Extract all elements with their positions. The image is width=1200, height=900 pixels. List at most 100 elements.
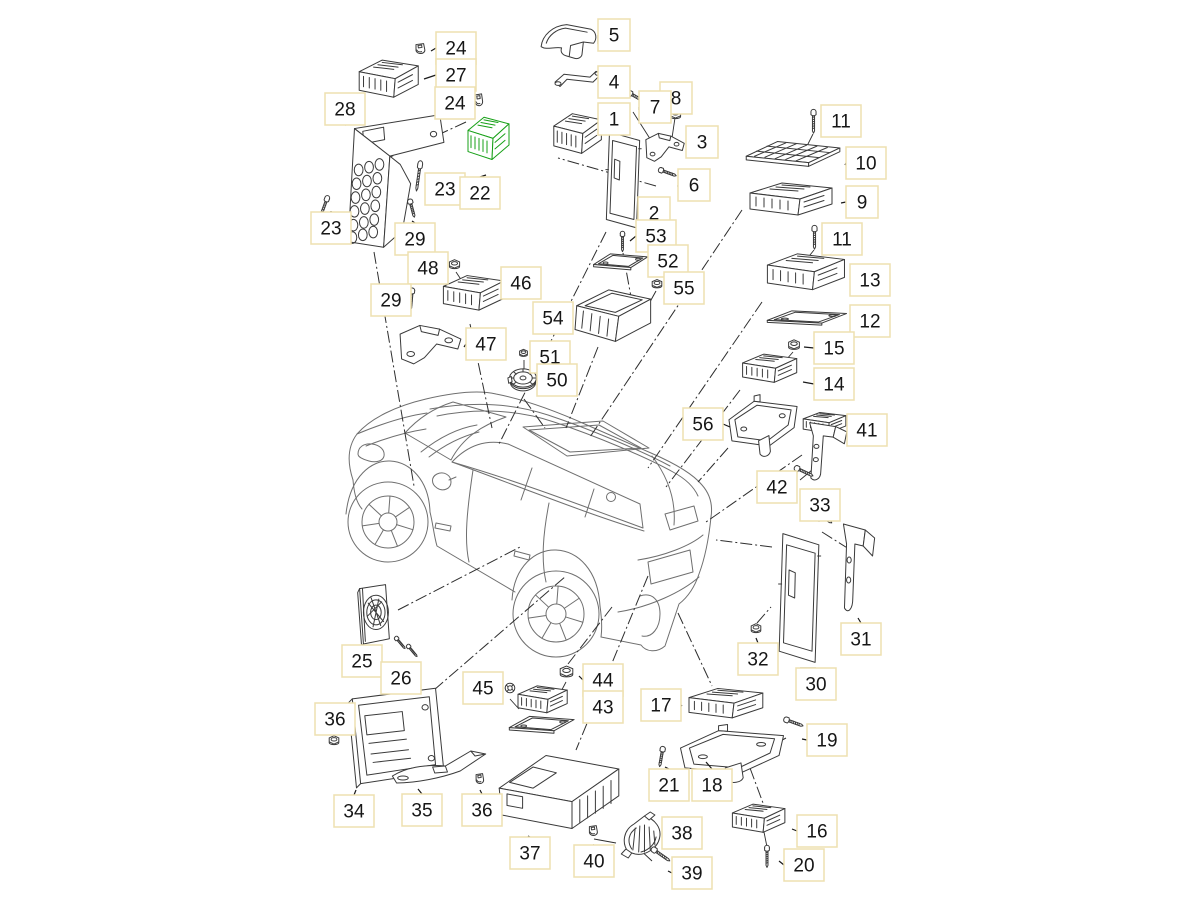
part-48-nut[interactable]	[449, 259, 460, 269]
part-36-clip[interactable]	[475, 773, 484, 784]
part-label-16[interactable]: 16	[796, 814, 838, 848]
part-29-screw[interactable]	[406, 198, 417, 218]
part-label-48[interactable]: 48	[407, 251, 449, 285]
part-label-6[interactable]: 6	[677, 168, 711, 202]
part-label-35[interactable]: 35	[401, 793, 443, 827]
part-16-ecu[interactable]	[732, 803, 786, 833]
part-label-15[interactable]: 15	[813, 331, 855, 365]
part-24-clip[interactable]	[474, 93, 483, 106]
part-label-5[interactable]: 5	[597, 18, 631, 52]
part-19-screw[interactable]	[782, 716, 805, 729]
part-label-33[interactable]: 33	[799, 488, 841, 522]
part-label-39[interactable]: 39	[671, 856, 713, 890]
part-label-12[interactable]: 12	[849, 304, 891, 338]
part-label-41[interactable]: 41	[846, 413, 888, 447]
part-9-ecu[interactable]	[749, 182, 833, 216]
part-label-9[interactable]: 9	[845, 185, 879, 219]
part-30-panel[interactable]	[777, 532, 822, 664]
part-label-43[interactable]: 43	[582, 690, 624, 724]
part-13-ecu[interactable]	[766, 253, 845, 291]
part-22-ecu[interactable]	[467, 116, 510, 160]
part-label-26[interactable]: 26	[380, 661, 422, 695]
part-3-bracketL[interactable]	[645, 133, 685, 162]
part-32-nut[interactable]	[751, 623, 761, 633]
part-label-27[interactable]: 27	[435, 58, 477, 92]
part-label-46[interactable]: 46	[500, 266, 542, 300]
part-15-nut[interactable]	[788, 339, 800, 350]
part-2-panel[interactable]	[605, 131, 642, 229]
part-54-boxopen[interactable]	[574, 289, 652, 342]
part-label-42[interactable]: 42	[756, 470, 798, 504]
part-10-grid[interactable]	[745, 141, 841, 167]
part-43-plate[interactable]	[508, 716, 575, 734]
part-label-28[interactable]: 28	[324, 92, 366, 126]
part-24-clip[interactable]	[415, 43, 425, 54]
part-label-3[interactable]: 3	[685, 125, 719, 159]
part-25-speaker[interactable]	[357, 584, 390, 646]
part-17-ecu[interactable]	[688, 687, 764, 719]
part-27-ecu[interactable]	[358, 59, 419, 98]
part-label-23[interactable]: 23	[424, 172, 466, 206]
part-label-54[interactable]: 54	[532, 301, 574, 335]
part-label-25[interactable]: 25	[341, 644, 383, 678]
part-label-24[interactable]: 24	[434, 86, 476, 120]
part-label-36[interactable]: 36	[314, 702, 356, 736]
part-6-screw[interactable]	[657, 166, 678, 179]
part-label-17[interactable]: 17	[640, 688, 682, 722]
part-label-11[interactable]: 11	[821, 222, 863, 256]
part-44-nut[interactable]	[560, 665, 573, 678]
part-label-7[interactable]: 7	[638, 90, 672, 124]
part-label-14[interactable]: 14	[813, 367, 855, 401]
part-45-grommet[interactable]	[505, 683, 515, 693]
part-label-20[interactable]: 20	[783, 848, 825, 882]
part-36-nut[interactable]	[329, 735, 339, 745]
part-label-19[interactable]: 19	[806, 723, 848, 757]
part-label-10[interactable]: 10	[845, 146, 887, 180]
part-55-nut[interactable]	[652, 279, 662, 288]
part-53-screw[interactable]	[620, 231, 625, 252]
part-26-screw[interactable]	[393, 635, 407, 650]
part-12-plate[interactable]	[766, 310, 847, 326]
part-4-barBracket[interactable]	[554, 71, 602, 87]
part-label-22[interactable]: 22	[459, 176, 501, 210]
part-14-ecu[interactable]	[742, 353, 798, 383]
part-label-40[interactable]: 40	[573, 844, 615, 878]
part-label-1[interactable]: 1	[597, 102, 631, 136]
part-label-45[interactable]: 45	[462, 671, 504, 705]
part-label-32[interactable]: 32	[737, 642, 779, 676]
part-47-bracketL[interactable]	[399, 325, 462, 365]
part-37-module[interactable]	[498, 754, 620, 830]
part-23-screw[interactable]	[413, 160, 424, 192]
part-40-clip[interactable]	[589, 825, 598, 836]
part-21-screw[interactable]	[657, 745, 666, 768]
part-26-screw[interactable]	[405, 643, 419, 658]
part-label-34[interactable]: 34	[333, 794, 375, 828]
part-label-56[interactable]: 56	[682, 407, 724, 441]
part-label-55[interactable]: 55	[663, 271, 705, 305]
part-label-37[interactable]: 37	[509, 836, 551, 870]
part-label-11[interactable]: 11	[820, 104, 862, 138]
part-31-brackTall[interactable]	[842, 523, 876, 612]
part-43-ecu[interactable]	[517, 685, 568, 714]
part-label-23[interactable]: 23	[310, 211, 352, 245]
part-label-30[interactable]: 30	[795, 667, 837, 701]
part-label-29[interactable]: 29	[394, 222, 436, 256]
part-41-brackTall[interactable]	[809, 422, 848, 481]
part-label-36[interactable]: 36	[461, 793, 503, 827]
part-51-nut[interactable]	[519, 349, 528, 357]
part-label-21[interactable]: 21	[648, 768, 690, 802]
part-1-ecu[interactable]	[553, 113, 602, 154]
part-56-mount[interactable]	[728, 394, 798, 457]
part-46-ecu[interactable]	[443, 275, 505, 311]
part-label-13[interactable]: 13	[849, 263, 891, 297]
part-11-screw[interactable]	[810, 109, 817, 134]
part-label-18[interactable]: 18	[691, 768, 733, 802]
part-label-29[interactable]: 29	[370, 283, 412, 317]
part-20-screw[interactable]	[764, 845, 770, 868]
part-52-plate[interactable]	[593, 253, 648, 271]
part-label-47[interactable]: 47	[465, 327, 507, 361]
part-label-38[interactable]: 38	[661, 816, 703, 850]
part-11-screw[interactable]	[811, 225, 818, 250]
part-label-31[interactable]: 31	[840, 622, 882, 656]
part-label-4[interactable]: 4	[597, 65, 631, 99]
